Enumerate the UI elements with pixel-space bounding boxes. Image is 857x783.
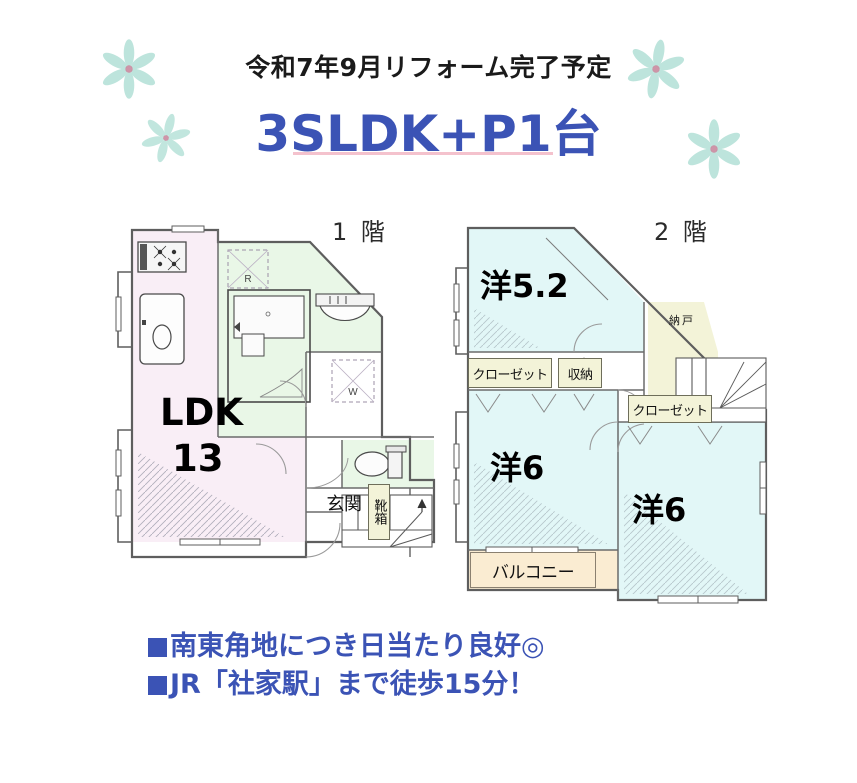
ldk-door-swing (255, 443, 287, 475)
tag-entrance: 玄関 (326, 494, 363, 515)
room-label-bedroom-6-left: 洋6 (490, 449, 545, 487)
corridor-door-swing (279, 380, 307, 408)
bathroom-unit-fixture (227, 289, 311, 403)
bullet-square-icon (148, 676, 167, 696)
tag-storage-room-nando: 納戸 (669, 314, 695, 327)
tag-storage-bed52: 収納 (558, 358, 602, 388)
door-swing-hall (589, 421, 619, 451)
header-banner: 令和7年9月リフォーム完了予定 3SLDK+P1台 (0, 0, 857, 200)
svg-text:W: W (348, 387, 358, 398)
title-underline (293, 152, 553, 155)
floor-label-1f: 1 階 (332, 218, 388, 246)
room-label-ldk: LDK (160, 391, 243, 434)
kitchen-sink-fixture (139, 293, 185, 365)
tag-closet-bed52: クローゼット (468, 358, 552, 388)
room-label-bedroom-6-right: 洋6 (632, 491, 687, 529)
floor-plan-1f: R W (110, 212, 440, 582)
room-size-ldk: 13 (172, 437, 224, 480)
kitchen-stove-fixture (137, 241, 187, 273)
tag-shoe-box: 靴箱 (368, 484, 390, 540)
tag-closet-bed6-right: クローゼット (628, 395, 712, 423)
svg-text:R: R (244, 274, 251, 285)
toilet-fixture (305, 445, 407, 489)
tag-balcony: バルコニー (470, 552, 596, 588)
bullet-square-icon (148, 638, 167, 657)
highlight-line-1: 南東角地につき日当たり良好◎ (148, 628, 768, 666)
door-swing-bed6-right (617, 423, 645, 453)
room-label-bedroom-5-2: 洋5.2 (480, 267, 569, 305)
highlight-text-1: 南東角地につき日当たり良好◎ (170, 631, 545, 662)
door-swing-bed52 (573, 323, 603, 353)
layout-type-title: 3SLDK+P1台 (255, 105, 602, 163)
entrance-door-swing (305, 522, 341, 558)
washer-space-marker: W (331, 359, 375, 403)
refrigerator-space-marker: R (227, 249, 269, 289)
highlight-text-2: JR「社家駅」まで徒歩15分！ (170, 669, 536, 701)
washbasin-fixture (315, 293, 375, 322)
floor-plan-2f-drawing (453, 226, 768, 604)
highlight-line-2: JR「社家駅」まで徒歩15分！ (148, 666, 768, 704)
floor-plan-2f: 2 階 洋5.2 洋6 洋6 クローゼット 収納 クローゼット 納戸 バルコニー (448, 212, 784, 612)
floor-label-2f: 2 階 (654, 218, 710, 246)
floor-plan-1f-drawing: R W (115, 225, 436, 559)
property-highlights: 南東角地につき日当たり良好◎ JR「社家駅」まで徒歩15分！ (148, 628, 768, 705)
reform-completion-subtitle: 令和7年9月リフォーム完了予定 (245, 53, 612, 82)
